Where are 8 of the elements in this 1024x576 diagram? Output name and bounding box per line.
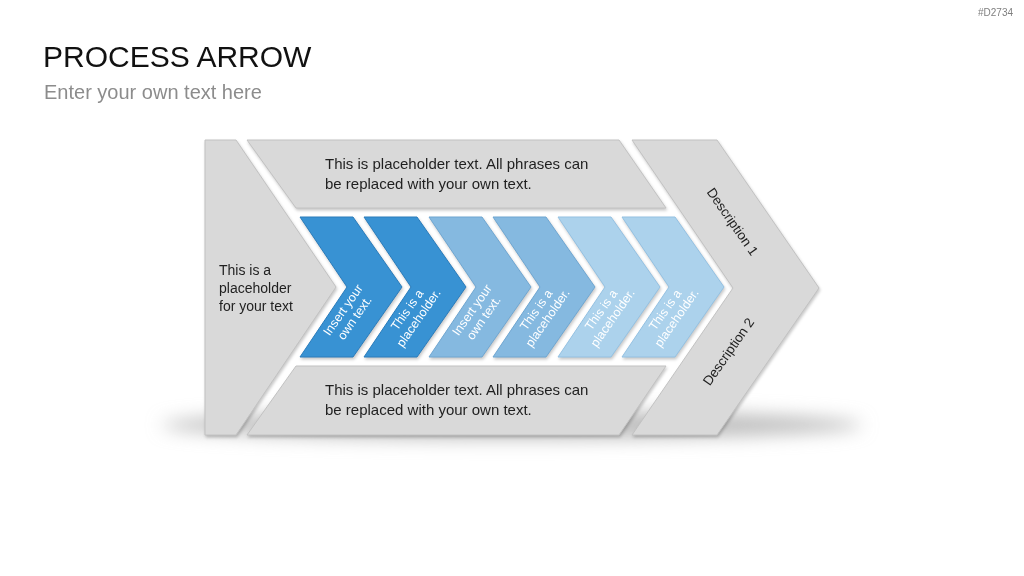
title: PROCESS ARROW xyxy=(43,40,312,74)
band-text: This is placeholder text. All phrases can be replaced with your own text. xyxy=(325,380,590,420)
band-text: This is placeholder text. All phrases can be replaced with your own text. xyxy=(325,154,590,194)
band-panel xyxy=(247,140,666,208)
subtitle: Enter your own text here xyxy=(44,81,262,104)
panel-text: This is a placeholder for your text xyxy=(219,261,294,315)
band-panel xyxy=(247,366,666,435)
reference-code: #D2734 xyxy=(977,7,1013,18)
